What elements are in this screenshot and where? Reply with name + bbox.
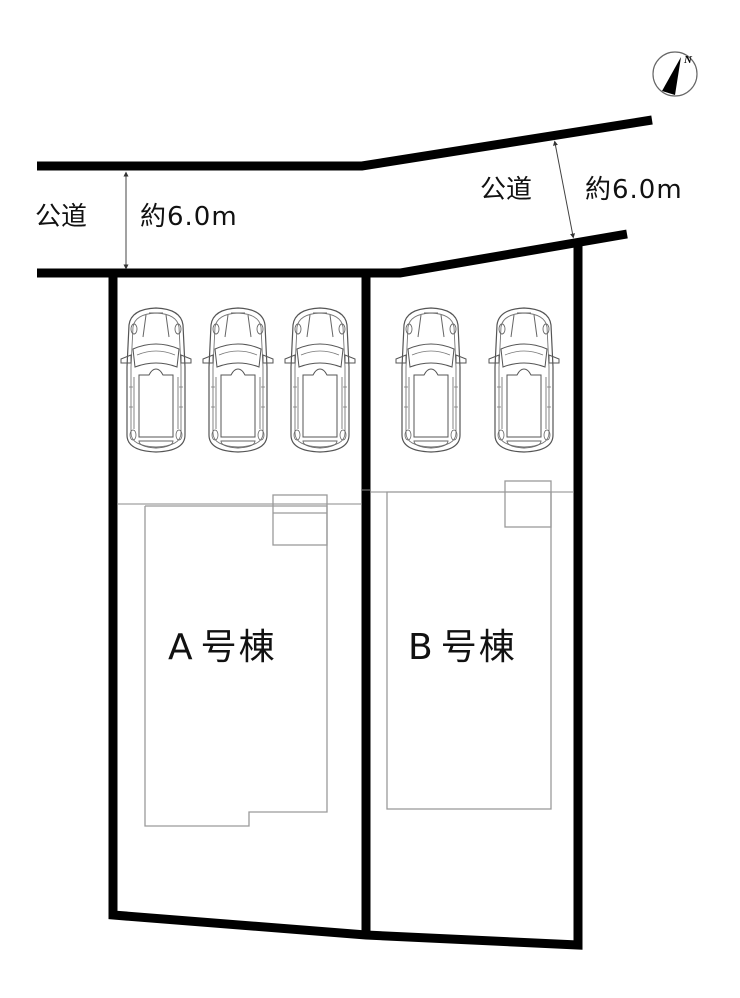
north-arrow-icon: N bbox=[652, 51, 698, 97]
road-width-label-right: 約6.0m bbox=[585, 175, 683, 205]
building-b-suffix: 号棟 bbox=[440, 627, 517, 668]
car-icon bbox=[395, 307, 467, 453]
car-icon bbox=[488, 307, 560, 453]
road-width-label-left: 約6.0m bbox=[140, 202, 238, 232]
lot-boundaries bbox=[108, 244, 583, 950]
svg-text:N: N bbox=[683, 54, 693, 66]
building-a-outline bbox=[144, 494, 328, 827]
building-a-letter: A bbox=[168, 627, 195, 668]
road-label-left: 公道 bbox=[35, 202, 88, 232]
parking-lot-a bbox=[120, 307, 356, 453]
parking-lot-b bbox=[395, 307, 560, 453]
road-label-right: 公道 bbox=[480, 175, 533, 205]
road-boundaries bbox=[37, 115, 653, 278]
car-icon bbox=[120, 307, 192, 453]
building-b-letter: B bbox=[408, 627, 435, 668]
building-a-suffix: 号棟 bbox=[200, 627, 277, 668]
car-icon bbox=[202, 307, 274, 453]
building-b-outline bbox=[386, 480, 552, 810]
car-icon bbox=[284, 307, 356, 453]
road-width-dimension-right bbox=[553, 140, 575, 239]
